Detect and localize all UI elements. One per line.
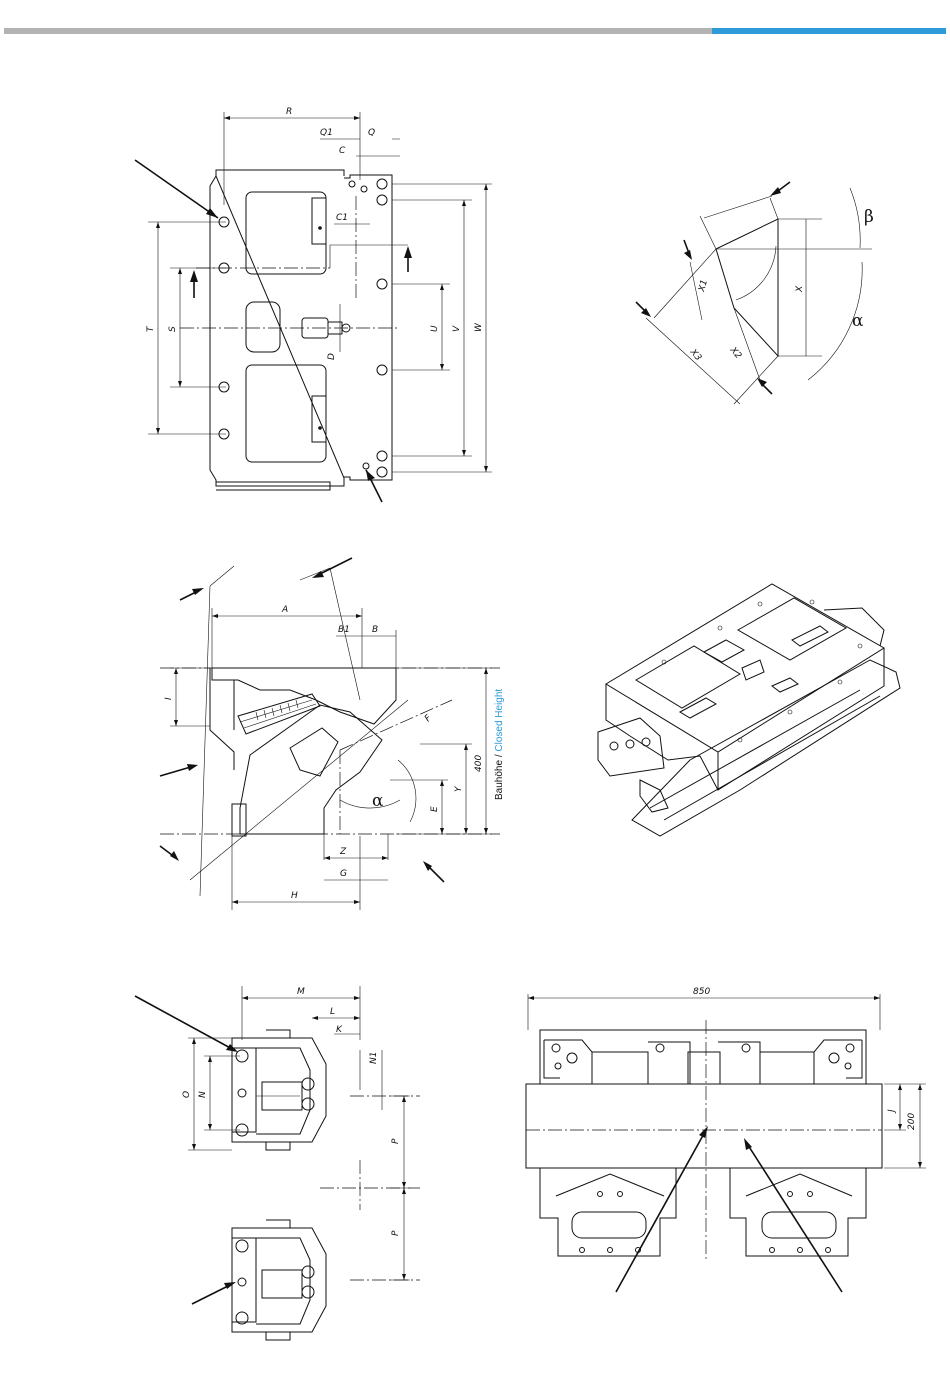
- dim-label-s: S: [168, 326, 178, 332]
- dim-label-n: N: [198, 1091, 208, 1098]
- header-bar-blue: [712, 28, 946, 34]
- dim-label-q: Q: [368, 128, 375, 138]
- dim-label-b: B: [372, 625, 378, 635]
- dim-label-v: V: [452, 325, 462, 332]
- section-view-drawing: [160, 558, 500, 910]
- dim-label-i: I: [164, 697, 174, 700]
- dim-label-x3: X3: [687, 347, 703, 364]
- dim-label-x1: X1: [697, 279, 710, 294]
- dim-label-r: R: [286, 107, 292, 117]
- dim-label-c: C: [339, 146, 346, 156]
- isometric-view-drawing: [598, 584, 900, 836]
- dim-label-m: M: [297, 987, 305, 997]
- dim-label-a: A: [281, 605, 288, 615]
- header-bar-gray: [4, 28, 712, 34]
- dim-label-f: F: [423, 713, 434, 724]
- closed-height-en: Closed Height: [494, 689, 505, 752]
- closed-height-label: Bauhöhe / Closed Height: [494, 689, 505, 800]
- dim-label-n1: N1: [369, 1052, 379, 1064]
- dim-label-j: J: [887, 1109, 897, 1114]
- dim-label-c1: C1: [336, 213, 348, 223]
- driver-view-drawing: [135, 986, 420, 1340]
- closed-height-sep: /: [494, 752, 505, 760]
- dim-label-l: L: [330, 1007, 335, 1017]
- closed-height-de: Bauhöhe: [494, 760, 505, 800]
- angle-label-alpha-section: α: [372, 791, 384, 811]
- angle-view-drawing: [636, 182, 872, 404]
- dim-label-b1: B1: [338, 625, 350, 635]
- dim-label-g: G: [340, 869, 347, 879]
- dim-label-200: 200: [907, 1113, 917, 1130]
- angle-label-alpha: α: [852, 311, 864, 331]
- dim-label-d: D: [327, 353, 337, 360]
- top-view-drawing: [135, 112, 492, 502]
- dim-label-p-lower: P: [391, 1230, 401, 1236]
- dim-label-850: 850: [693, 987, 710, 997]
- dim-label-u: U: [430, 325, 440, 332]
- dim-label-y: Y: [454, 785, 464, 792]
- dim-label-o: O: [182, 1091, 192, 1098]
- press-view-drawing: [526, 994, 926, 1292]
- dim-label-e: E: [430, 806, 440, 812]
- dim-label-x: X: [795, 285, 805, 293]
- dim-label-w: W: [474, 322, 484, 332]
- dim-label-h: H: [291, 891, 298, 901]
- dim-label-x2: X2: [727, 345, 743, 362]
- dim-label-z: Z: [339, 847, 347, 857]
- dim-label-q1: Q1: [320, 128, 333, 138]
- angle-label-beta: β: [864, 207, 874, 227]
- dim-label-k: K: [336, 1025, 343, 1035]
- dim-label-p-upper: P: [391, 1138, 401, 1144]
- dim-label-400: 400: [474, 755, 484, 772]
- dim-label-t: T: [146, 325, 156, 332]
